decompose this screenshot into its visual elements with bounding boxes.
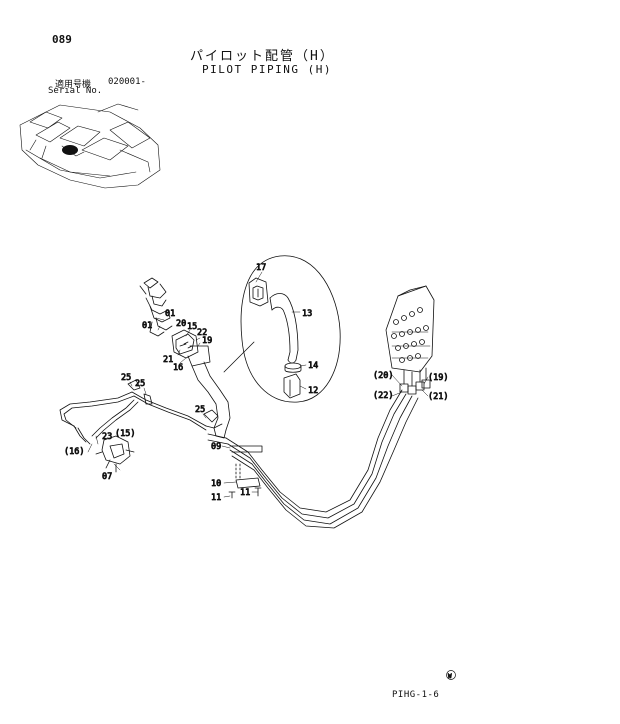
control-valve-block-icon — [385, 285, 435, 395]
part-label: 11 — [240, 488, 250, 498]
part-label: 25 — [135, 379, 145, 389]
part-label: 07 — [102, 472, 112, 482]
part-label: (15) — [115, 429, 135, 439]
pilot-valve-icon — [139, 277, 173, 337]
part-label: (16) — [64, 447, 84, 457]
serial-label-english: Serial No. — [48, 86, 103, 96]
part-label: 13 — [302, 309, 312, 319]
hose-bundle-icon — [207, 389, 419, 529]
part-label: 25 — [121, 373, 131, 383]
shuttle-valve-icon — [95, 435, 135, 473]
excavator-thumbnail-icon — [19, 103, 161, 189]
part-label: 19 — [202, 336, 212, 346]
left-hose-group — [59, 379, 223, 445]
part-label: 10 — [211, 479, 221, 489]
detail-callout-oval — [223, 255, 341, 403]
part-label: (21) — [428, 392, 448, 402]
part-label: 23 — [102, 432, 112, 442]
part-label: 01 — [165, 309, 175, 319]
part-label: (19) — [428, 373, 448, 383]
part-label: 14 — [308, 361, 318, 371]
part-label: 25 — [195, 405, 205, 415]
serial-value: 020001- — [108, 77, 146, 87]
title-japanese: パイロット配管（H） — [190, 49, 335, 64]
part-number-labels: 17 13 14 12 01 01 20 15 22 19 21 16 25 2… — [64, 263, 449, 504]
drawing-code: PIHG-1-6 — [392, 690, 440, 700]
part-label: 12 — [308, 386, 318, 396]
leader-lines — [87, 271, 429, 498]
part-label: 17 — [256, 263, 266, 273]
part-label: 16 — [173, 363, 183, 373]
part-label: 20 — [176, 319, 186, 329]
title-english: PILOT PIPING (H) — [202, 63, 332, 76]
part-label: 01 — [142, 321, 152, 331]
serial-label-japanese: 適用号機 — [55, 80, 92, 90]
part-label: 09 — [211, 442, 221, 452]
clamp-icon — [228, 463, 262, 499]
main-hose-icon — [191, 361, 231, 439]
part-label: 15 — [187, 322, 197, 332]
part-label: 22 — [197, 328, 207, 338]
circled-mark-letter: W — [448, 673, 452, 680]
page-number: 089 — [52, 33, 72, 46]
circled-mark-icon: W — [446, 670, 456, 680]
part-label: (20) — [373, 371, 393, 381]
part-label: 11 — [211, 493, 221, 503]
manifold-bracket-icon — [171, 329, 211, 367]
part-label: 21 — [163, 355, 173, 365]
part-label: (22) — [373, 391, 393, 401]
